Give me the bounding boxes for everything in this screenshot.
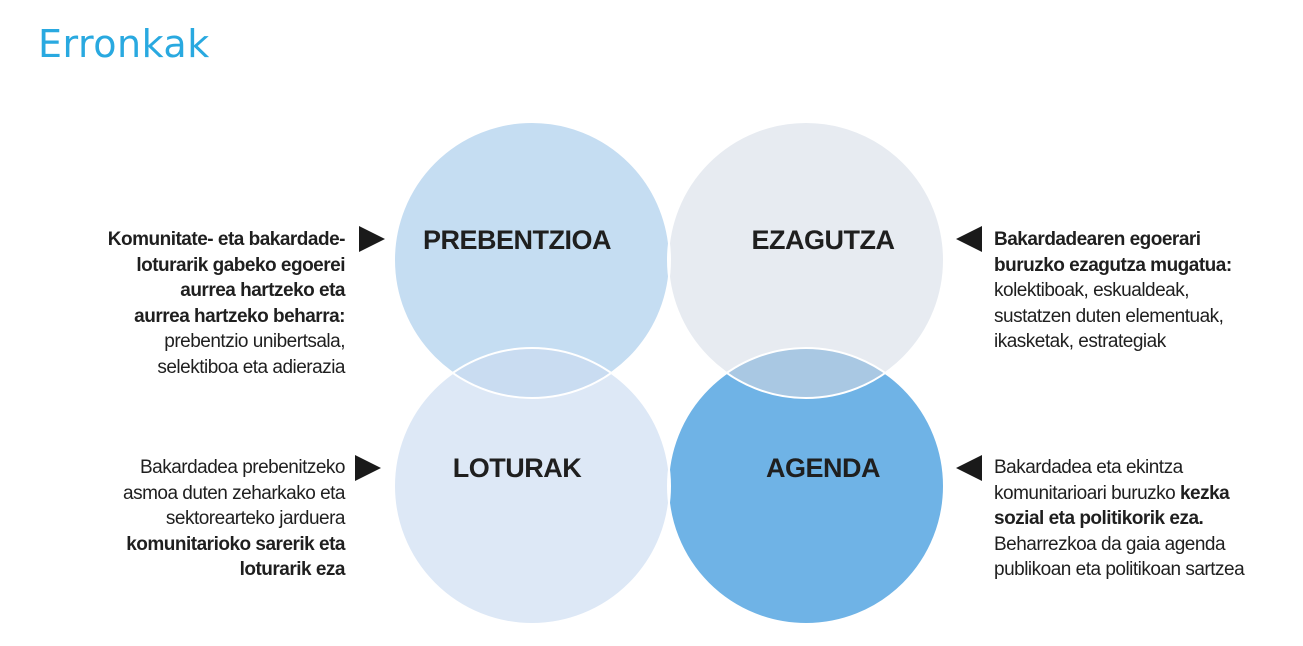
annotation-line: sektorearteko jarduera (165, 508, 346, 529)
annotation-line: prebentzio unibertsala, (164, 331, 345, 352)
label-ezagutza: EZAGUTZA (752, 225, 895, 255)
circle-loturak (394, 348, 670, 624)
arrow-right-icon (355, 455, 381, 481)
annotation-line: asmoa duten zeharkako eta (123, 482, 346, 504)
annotation-line: loturarik gabeko egoerei (136, 254, 345, 276)
annotation-line: publikoan eta politikoan sartzea (994, 559, 1245, 580)
annotation-line: loturarik eza (239, 559, 346, 580)
label-prebentzioa: PREBENTZIOA (423, 225, 611, 255)
circle-prebentzioa (394, 122, 670, 398)
annotation-ezagutza: Bakardadearen egoerari buruzko ezagutza m… (994, 227, 1232, 355)
annotation-agenda: Bakardadea eta ekintza komunitarioari bur… (994, 455, 1245, 583)
label-loturak: LOTURAK (453, 453, 582, 483)
circle-ezagutza (668, 122, 944, 398)
arrow-left-icon (956, 226, 982, 252)
annotation-line: aurrea hartzeko eta (180, 280, 345, 301)
annotation-line: komunitarioko sarerik eta (126, 533, 345, 555)
circle-agenda (668, 348, 944, 624)
annotation-line: aurrea hartzeko beharra: (134, 305, 345, 327)
annotation-line: sustatzen duten elementuak, (994, 305, 1224, 327)
annotation-line: Bakardadea prebenitzeko (139, 457, 346, 478)
annotation-line: kolektiboak, eskualdeak, (994, 280, 1190, 301)
annotation-line: Komunitate- eta bakardade- (107, 229, 346, 250)
annotation-segment: kezka (1179, 482, 1230, 504)
annotation-line: Bakardadea eta ekintza (994, 457, 1183, 478)
annotation-line: buruzko ezagutza mugatua: (994, 254, 1232, 276)
annotation-line: komunitarioari buruzko kezka (994, 481, 1244, 507)
arrow-left-icon (956, 455, 982, 481)
annotation-line: ikasketak, estrategiak (994, 331, 1166, 352)
annotation-prebentzioa: Komunitate- eta bakardade-loturarik gabe… (107, 227, 346, 380)
annotation-loturak: Bakardadea prebenitzeko asmoa duten zehar… (123, 455, 346, 583)
annotation-line: Beharrezkoa da gaia agenda (994, 533, 1226, 555)
annotation-line: sozial eta politikorik eza. (994, 508, 1204, 529)
circle-outlines (393, 121, 945, 625)
page-title: Erronkak (38, 22, 210, 66)
arrow-right-icon (359, 226, 385, 252)
label-agenda: AGENDA (766, 453, 880, 483)
annotation-line: selektiboa eta adierazia (157, 356, 345, 378)
annotation-segment: komunitarioari buruzko (994, 482, 1180, 504)
annotation-line: Bakardadearen egoerari (994, 229, 1201, 250)
